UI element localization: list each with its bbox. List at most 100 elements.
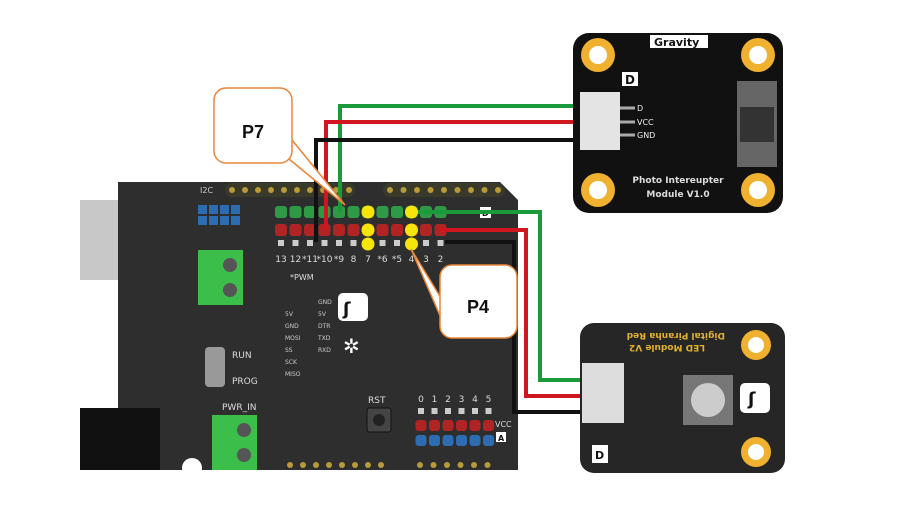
- analog-signal-pin[interactable]: [415, 435, 427, 446]
- gnd-pin[interactable]: [321, 240, 328, 246]
- vcc-pin[interactable]: [304, 224, 316, 236]
- analog-gnd-pin[interactable]: [472, 408, 478, 414]
- mounting-hole-center: [748, 444, 764, 460]
- header-hole: [313, 462, 319, 468]
- module-version: Module V1.0: [646, 190, 709, 200]
- callout-p4: P4: [410, 248, 518, 339]
- analog-pin-label: 5: [486, 395, 492, 405]
- signal-pin[interactable]: [376, 206, 389, 218]
- gnd-pin[interactable]: [350, 240, 357, 246]
- i2c-pin[interactable]: [231, 216, 240, 225]
- digital-pin-label: 7: [365, 255, 371, 265]
- header-hole: [378, 462, 384, 468]
- gnd-pin[interactable]: [307, 240, 313, 246]
- analog-signal-pin[interactable]: [469, 435, 481, 446]
- gnd-pin[interactable]: [278, 240, 284, 246]
- led-connector: [582, 363, 624, 423]
- header-hole: [346, 187, 352, 193]
- i2c-pin[interactable]: [209, 216, 218, 225]
- header-hole: [339, 462, 345, 468]
- pin-vcc-label: VCC: [637, 118, 654, 127]
- digital-pin-label: 13: [275, 255, 286, 265]
- vcc-pin[interactable]: [420, 224, 432, 236]
- digital-pin-label: *10: [317, 255, 333, 265]
- gnd-pin[interactable]: [336, 240, 342, 246]
- vcc-pin[interactable]: [376, 224, 389, 236]
- header-hole: [365, 462, 371, 468]
- header-hole: [441, 187, 447, 193]
- highlighted-pin-7: [361, 237, 375, 251]
- vcc-pin[interactable]: [289, 224, 302, 236]
- i2c-pin[interactable]: [220, 216, 229, 225]
- header-hole: [495, 187, 501, 193]
- callout-p4-label: P4: [467, 297, 489, 317]
- mounting-hole-center: [589, 181, 607, 199]
- analog-gnd-pin[interactable]: [418, 408, 424, 414]
- header-hole: [352, 462, 358, 468]
- gnd-pin[interactable]: [394, 240, 400, 246]
- highlighted-pin-4: [405, 237, 418, 251]
- header-hole: [294, 187, 300, 193]
- signal-pin[interactable]: [391, 206, 403, 218]
- vcc-wire-p7: [324, 120, 582, 230]
- header-hole: [430, 462, 437, 468]
- analog-pin-label: 0: [418, 395, 424, 405]
- header-hole: [481, 187, 488, 193]
- vcc-pin[interactable]: [347, 224, 360, 236]
- analog-vcc-pin[interactable]: [456, 420, 467, 431]
- analog-gnd-pin[interactable]: [458, 408, 465, 414]
- header-hole: [255, 187, 261, 193]
- run-prog-switch[interactable]: [205, 347, 225, 387]
- analog-gnd-pin[interactable]: [445, 408, 451, 414]
- signal-pin[interactable]: [304, 206, 316, 218]
- analog-vcc-pin[interactable]: [469, 420, 481, 431]
- analog-vcc-pin[interactable]: [429, 420, 440, 431]
- vcc-pin[interactable]: [275, 224, 287, 236]
- i2c-pin[interactable]: [198, 205, 207, 214]
- i2c-pin[interactable]: [198, 216, 207, 225]
- i2c-pin[interactable]: [209, 205, 218, 214]
- header-hole: [454, 187, 461, 193]
- callout-p7: P7: [213, 87, 346, 206]
- analog-vcc-pin[interactable]: [415, 420, 427, 431]
- header-hole: [400, 187, 407, 193]
- signal-pin[interactable]: [275, 206, 287, 218]
- analog-gnd-pin[interactable]: [485, 408, 492, 414]
- led-module-version: LED Module V2: [629, 342, 705, 352]
- dfrobot-logo: [740, 383, 770, 413]
- mounting-hole-center: [748, 337, 764, 353]
- signal-pin[interactable]: [289, 206, 302, 218]
- gnd-pin[interactable]: [423, 240, 429, 246]
- vcc-pin[interactable]: [391, 224, 403, 236]
- gnd-pin[interactable]: [292, 240, 299, 246]
- vcc-pin[interactable]: [333, 224, 345, 236]
- analog-signal-pin[interactable]: [456, 435, 467, 446]
- led-module: Digital Piranha Red LED Module V2 ʃ D: [580, 323, 785, 473]
- mounting-hole-center: [589, 46, 607, 64]
- gnd-pin[interactable]: [437, 240, 444, 246]
- signal-wire-p4: [410, 210, 582, 382]
- photo-interrupter-module: Gravity D D VCC GND Photo Intereupter Mo…: [573, 33, 783, 213]
- icsp-label: 5V: [318, 311, 327, 318]
- analog-gnd-pin[interactable]: [431, 408, 438, 414]
- digital-pin-label: 2: [438, 255, 444, 265]
- analog-vcc-pin[interactable]: [483, 420, 494, 431]
- analog-signal-pin[interactable]: [483, 435, 494, 446]
- highlighted-pin-7: [361, 205, 375, 219]
- terminal-block: [198, 250, 243, 305]
- i2c-pin[interactable]: [231, 205, 240, 214]
- digital-pin-label: 3: [423, 255, 429, 265]
- analog-vcc-pin[interactable]: [442, 420, 454, 431]
- analog-signal-pin[interactable]: [429, 435, 440, 446]
- header-hole: [387, 187, 393, 193]
- icsp-label: DTR: [318, 323, 330, 330]
- spi-label: MOSI: [285, 335, 301, 342]
- analog-signal-pin[interactable]: [442, 435, 454, 446]
- i2c-pin[interactable]: [220, 205, 229, 214]
- signal-pin[interactable]: [347, 206, 360, 218]
- prog-label: PROG: [232, 377, 258, 387]
- gnd-pin[interactable]: [379, 240, 386, 246]
- header-hole: [300, 462, 306, 468]
- header-hole: [468, 187, 474, 193]
- digital-pin-label: 8: [351, 255, 357, 265]
